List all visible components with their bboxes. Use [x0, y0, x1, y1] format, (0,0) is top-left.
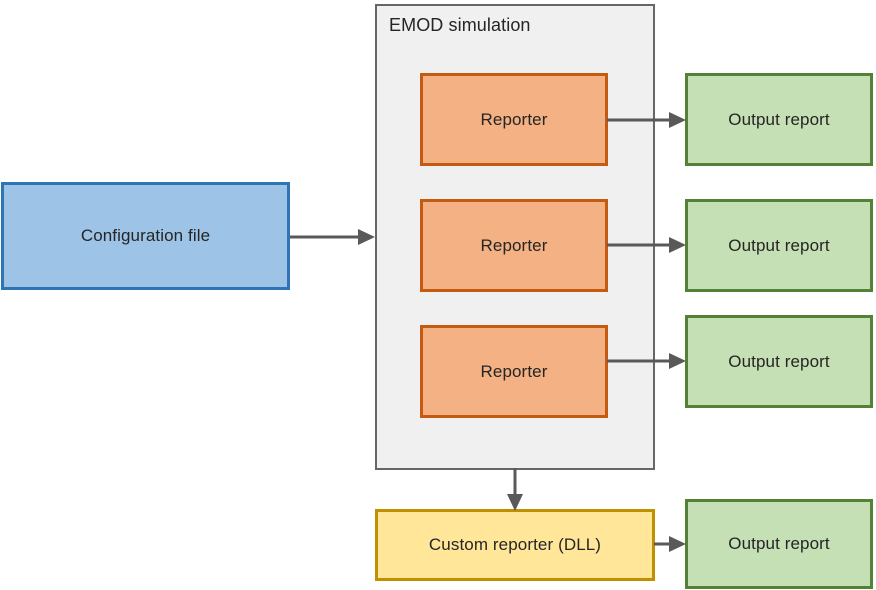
arrow-reporter-3-to-output-report-3 [607, 350, 687, 372]
custom-reporter-dll-node: Custom reporter (DLL) [375, 509, 655, 581]
configuration-file-node: Configuration file [1, 182, 290, 290]
reporter-label-3: Reporter [480, 361, 548, 381]
reporter-label-2: Reporter [480, 235, 548, 255]
arrow-reporter-1-to-output-report-1 [607, 109, 687, 131]
output-report-label-4: Output report [728, 534, 830, 554]
output-report-label-2: Output report [728, 235, 830, 255]
output-report-node-3: Output report [685, 315, 873, 408]
configuration-file-label: Configuration file [80, 226, 211, 246]
reporter-node-3: Reporter [420, 325, 608, 418]
arrow-reporter-2-to-output-report-2 [607, 234, 687, 256]
arrow-custom-reporter-to-output-report-4 [654, 533, 687, 555]
reporter-label-1: Reporter [480, 109, 548, 129]
custom-reporter-dll-label: Custom reporter (DLL) [428, 535, 602, 555]
arrow-config-to-simulation [290, 226, 376, 248]
output-report-node-1: Output report [685, 73, 873, 166]
output-report-label-1: Output report [728, 109, 830, 129]
reporter-node-2: Reporter [420, 199, 608, 292]
output-report-label-3: Output report [728, 351, 830, 371]
reporter-node-1: Reporter [420, 73, 608, 166]
emod-simulation-title: EMOD simulation [389, 15, 531, 35]
output-report-node-2: Output report [685, 199, 873, 292]
output-report-node-4: Output report [685, 499, 873, 589]
arrow-simulation-to-custom-reporter [504, 468, 526, 512]
